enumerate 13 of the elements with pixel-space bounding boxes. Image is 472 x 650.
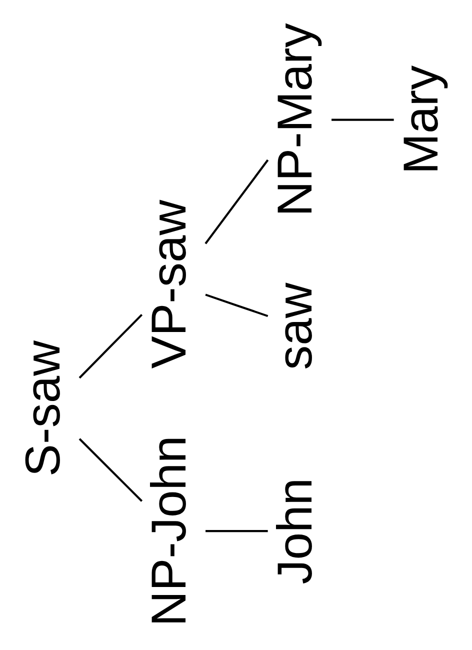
node-text: VP-saw bbox=[142, 200, 196, 369]
node-text: saw bbox=[268, 282, 322, 370]
connector bbox=[331, 118, 394, 121]
connector bbox=[78, 314, 142, 379]
node-text: Mary bbox=[394, 65, 448, 174]
connector bbox=[204, 294, 268, 318]
node-text: S-saw bbox=[16, 340, 70, 477]
connector bbox=[204, 159, 268, 244]
connector bbox=[205, 530, 268, 532]
connector bbox=[78, 438, 142, 502]
node-text: John bbox=[268, 478, 322, 584]
node-text: NP-John bbox=[142, 436, 196, 626]
node-text: NP-Mary bbox=[268, 23, 322, 216]
